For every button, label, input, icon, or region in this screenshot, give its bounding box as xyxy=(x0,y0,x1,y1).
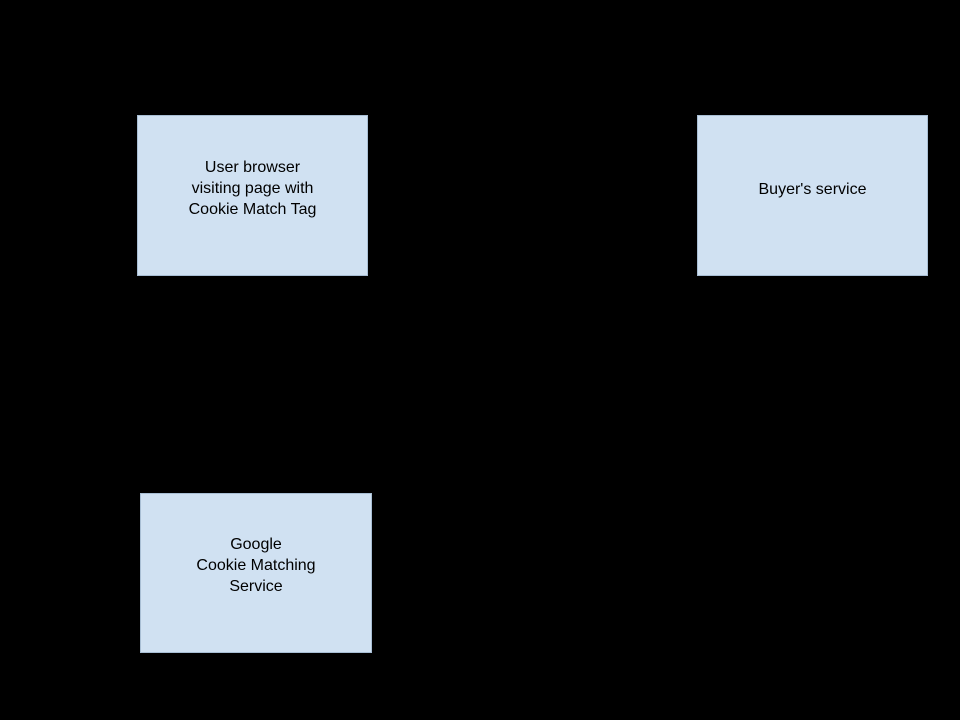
node-buyers-service[interactable]: Buyer's service xyxy=(697,115,928,276)
node-google-cookie-matching-service[interactable]: Google Cookie Matching Service xyxy=(140,493,372,653)
node-google-cookie-matching-service-label: Google Cookie Matching Service xyxy=(196,536,316,595)
node-buyers-service-label: Buyer's service xyxy=(758,181,867,198)
node-user-browser-label: User browser visiting page with Cookie M… xyxy=(188,159,317,218)
node-user-browser[interactable]: User browser visiting page with Cookie M… xyxy=(137,115,368,276)
